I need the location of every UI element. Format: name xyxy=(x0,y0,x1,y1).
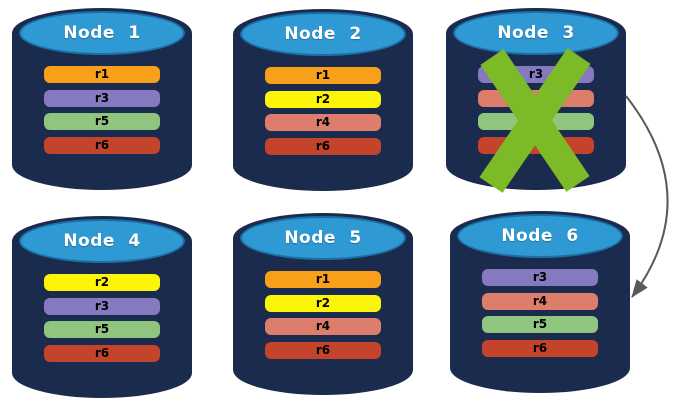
node-title: Node 5 xyxy=(284,228,362,248)
node-title: Node 4 xyxy=(63,231,141,251)
node-5-cylinder: Node 5 r1 r2 r4 r6 xyxy=(233,213,413,395)
replica-bar: r6 xyxy=(44,344,160,362)
node-title: Node 2 xyxy=(284,24,362,44)
replica-bar: r1 xyxy=(265,271,381,288)
cylinder-top-face xyxy=(240,216,406,260)
replica-list: r3 r4 r5 r6 xyxy=(482,269,598,357)
replica-bar: r6 xyxy=(265,137,381,155)
replica-bar: r3 xyxy=(482,269,598,286)
node-3-cylinder: Node 3 r3 r4 r5 r6 xyxy=(446,8,626,190)
replica-bar: r2 xyxy=(44,274,160,291)
replica-bar: r5 xyxy=(44,321,160,338)
replica-list: r1 r2 r4 r6 xyxy=(265,271,381,359)
replica-bar: r5 xyxy=(44,113,160,130)
replica-bar: r4 xyxy=(478,89,594,107)
cylinder-top-face xyxy=(19,219,185,263)
node-title: Node 1 xyxy=(63,23,141,43)
node-title: Node 6 xyxy=(501,226,579,246)
replica-bar: r5 xyxy=(482,316,598,333)
replica-bar: r1 xyxy=(44,66,160,83)
replica-bar: r4 xyxy=(265,318,381,335)
replica-list: r1 r3 r5 r6 xyxy=(44,66,160,154)
replica-bar: r4 xyxy=(482,292,598,310)
cylinder-top-face xyxy=(457,214,623,258)
replica-list: r1 r2 r4 r6 xyxy=(265,67,381,155)
cylinder-top-face xyxy=(19,11,185,55)
replica-bar: r6 xyxy=(478,136,594,154)
replica-bar: r3 xyxy=(478,66,594,83)
cylinder-top-face xyxy=(240,12,406,56)
node-title: Node 3 xyxy=(497,23,575,43)
replica-bar: r3 xyxy=(44,297,160,315)
replica-list: r2 r3 r5 r6 xyxy=(44,274,160,362)
node-4-cylinder: Node 4 r2 r3 r5 r6 xyxy=(12,216,192,398)
replica-list: r3 r4 r5 r6 xyxy=(478,66,594,154)
replica-bar: r6 xyxy=(482,339,598,357)
node-1-cylinder: Node 1 r1 r3 r5 r6 xyxy=(12,8,192,190)
replica-bar: r6 xyxy=(44,136,160,154)
replica-bar: r4 xyxy=(265,114,381,131)
replica-bar: r6 xyxy=(265,341,381,359)
replica-bar: r2 xyxy=(265,90,381,108)
replica-bar: r5 xyxy=(478,113,594,130)
node-6-cylinder: Node 6 r3 r4 r5 r6 xyxy=(450,211,630,393)
replica-bar: r3 xyxy=(44,89,160,107)
node-2-cylinder: Node 2 r1 r2 r4 r6 xyxy=(233,9,413,191)
replica-bar: r2 xyxy=(265,294,381,312)
node3-to-node6-arrow xyxy=(625,95,669,298)
replica-bar: r1 xyxy=(265,67,381,84)
